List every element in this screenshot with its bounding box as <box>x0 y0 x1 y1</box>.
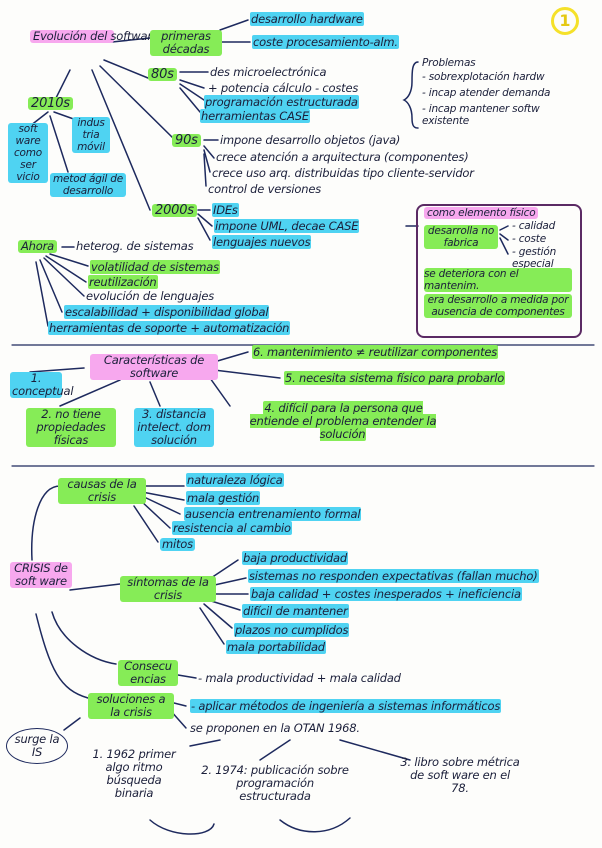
fisico-item: se deteriora con el mantenim. <box>424 268 572 292</box>
d2010-item: soft ware como ser vicio <box>8 123 48 183</box>
timeline-item: 1. 1962 primer algo ritmo búsqueda binar… <box>92 747 176 800</box>
sintoma-item: mala portabilidad <box>226 640 326 654</box>
d80-item: + potencia cálculo - costes <box>208 81 359 95</box>
solucion-item: se proponen en la OTAN 1968. <box>190 721 360 735</box>
sintoma-item: sistemas no responden expectativas (fall… <box>248 569 539 583</box>
d90-item: impone desarrollo objetos (java) <box>220 133 401 147</box>
d90-item: control de versiones <box>208 182 321 196</box>
problemas-item: - incap mantener softw existente <box>422 103 540 127</box>
page-number-badge: 1 <box>551 7 579 35</box>
fisico-item: era desarrollo a medida por ausencia de … <box>424 294 572 318</box>
d2000-item: impone UML, decae CASE <box>214 219 360 233</box>
d80-item: herramientas CASE <box>200 109 310 123</box>
causa-item: ausencia entrenamiento formal <box>184 507 362 521</box>
sintomas-label: síntomas de la crisis <box>120 576 216 602</box>
decade-2010s: 2010s <box>28 97 73 110</box>
surge-is-note: surge la IS <box>6 728 68 764</box>
causa-item: resistencia al cambio <box>172 521 292 535</box>
primeras-item: coste procesamiento-alm. <box>252 35 399 49</box>
d90-item: crece atención a arquitectura (component… <box>216 150 469 164</box>
problemas-title: Problemas <box>422 57 476 69</box>
fisico-sub: - coste <box>512 233 546 245</box>
timeline-item: 2. 1974: publicación sobre programación … <box>201 763 349 803</box>
d2010-item: indus tria móvil <box>72 117 110 153</box>
problemas-item: - sobrexplotación hardw <box>422 71 545 83</box>
fisico-item: desarrolla no fabrica <box>424 225 498 249</box>
sintoma-item: baja productividad <box>242 551 348 565</box>
primeras-item: desarrollo hardware <box>250 12 364 26</box>
crisis-title: CRISIS de soft ware <box>10 562 72 588</box>
sintoma-item: baja calidad + costes inesperados + inef… <box>250 587 522 601</box>
consecuencias-text: - mala productividad + mala calidad <box>198 671 401 685</box>
caracteristica-item: 6. mantenimiento ≠ reutilizar componente… <box>252 345 499 359</box>
decade-90s: 90s <box>172 134 201 147</box>
solucion-item: - aplicar métodos de ingeniería a sistem… <box>190 699 502 713</box>
problemas-item: - incap atender demanda <box>422 87 551 99</box>
ahora-item: herramientas de soporte + automatización <box>48 321 291 335</box>
consecuencias-label: Consecu encias <box>118 660 178 686</box>
ahora-item: evolución de lenguajes <box>86 289 214 303</box>
primeras-decadas: primeras décadas <box>150 30 222 56</box>
ahora-item: escalabilidad + disponibilidad global <box>64 305 270 319</box>
fisico-sub: - gestión especial <box>512 246 557 270</box>
fisico-title: como elemento físico <box>424 207 539 219</box>
caracteristica-item: 2. no tiene propiedades físicas <box>26 408 116 447</box>
d2010-item: metod ágil de desarrollo <box>50 173 126 197</box>
timeline-item: 3. libro sobre métrica de soft ware en e… <box>400 755 520 795</box>
decade-2000s: 2000s <box>152 204 197 217</box>
ahora-item: reutilización <box>88 275 158 289</box>
evolucion-title: Evolución del software <box>30 30 159 43</box>
sintoma-item: difícil de mantener <box>242 604 349 618</box>
fisico-box <box>416 204 582 338</box>
d90-item: crece uso arq. distribuidas tipo cliente… <box>212 166 474 180</box>
ahora-item: heterog. de sistemas <box>76 239 194 253</box>
d2000-item: lenguajes nuevos <box>212 235 312 249</box>
caracteristica-item: 4. difícil para la persona que entiende … <box>249 401 437 441</box>
causa-item: naturaleza lógica <box>186 473 284 487</box>
caracteristicas-title: Características de software <box>90 354 218 380</box>
caracteristica-item: 3. distancia intelect. dom solución <box>134 408 214 447</box>
decade-80s: 80s <box>148 68 177 81</box>
caracteristica-item: 1. conceptual <box>10 371 74 398</box>
causa-item: mitos <box>160 537 195 551</box>
fisico-sub: - calidad <box>512 220 556 232</box>
ahora-label: Ahora <box>18 240 57 253</box>
d80-item: des microelectrónica <box>210 65 327 79</box>
d80-item: programación estructurada <box>204 95 359 109</box>
d2000-item: IDEs <box>212 203 239 217</box>
sintoma-item: plazos no cumplidos <box>234 623 350 637</box>
causa-item: mala gestión <box>186 491 261 505</box>
ahora-item: volatilidad de sistemas <box>90 260 220 274</box>
soluciones-label: soluciones a la crisis <box>88 693 174 719</box>
caracteristica-item: 5. necesita sistema físico para probarlo <box>284 371 506 385</box>
causas-label: causas de la crisis <box>58 478 146 504</box>
